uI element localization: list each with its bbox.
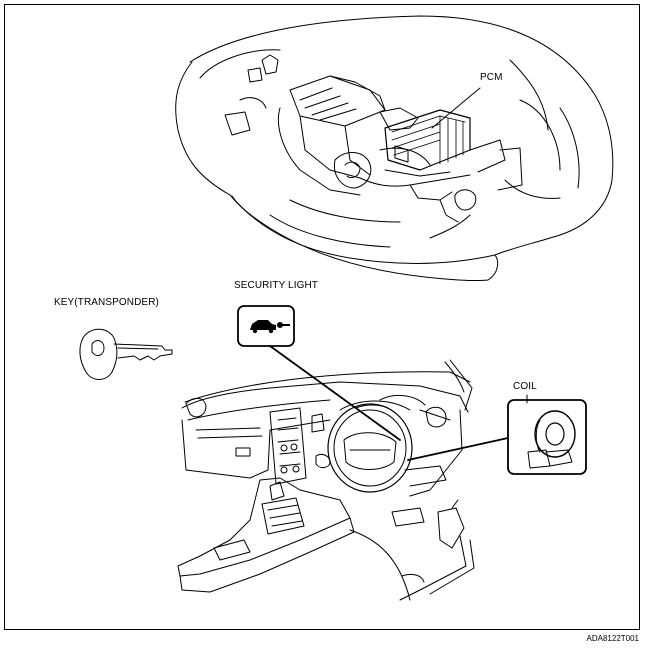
coil-inset	[407, 394, 587, 475]
pcm-label: PCM	[480, 72, 503, 83]
dashboard-illustration	[177, 359, 475, 601]
security-light-label: SECURITY LIGHT	[234, 280, 319, 291]
coil-icon	[527, 410, 576, 469]
engine-bay-illustration	[175, 15, 614, 282]
coil-label: COIL	[513, 381, 537, 392]
security-light-indicator	[237, 305, 401, 441]
key-transponder-label: KEY(TRANSPONDER)	[54, 297, 159, 308]
car-with-key-icon	[250, 320, 290, 334]
figure-id: ADA8122T001	[586, 634, 639, 643]
figure-frame	[4, 4, 640, 630]
key-icon	[79, 328, 173, 380]
